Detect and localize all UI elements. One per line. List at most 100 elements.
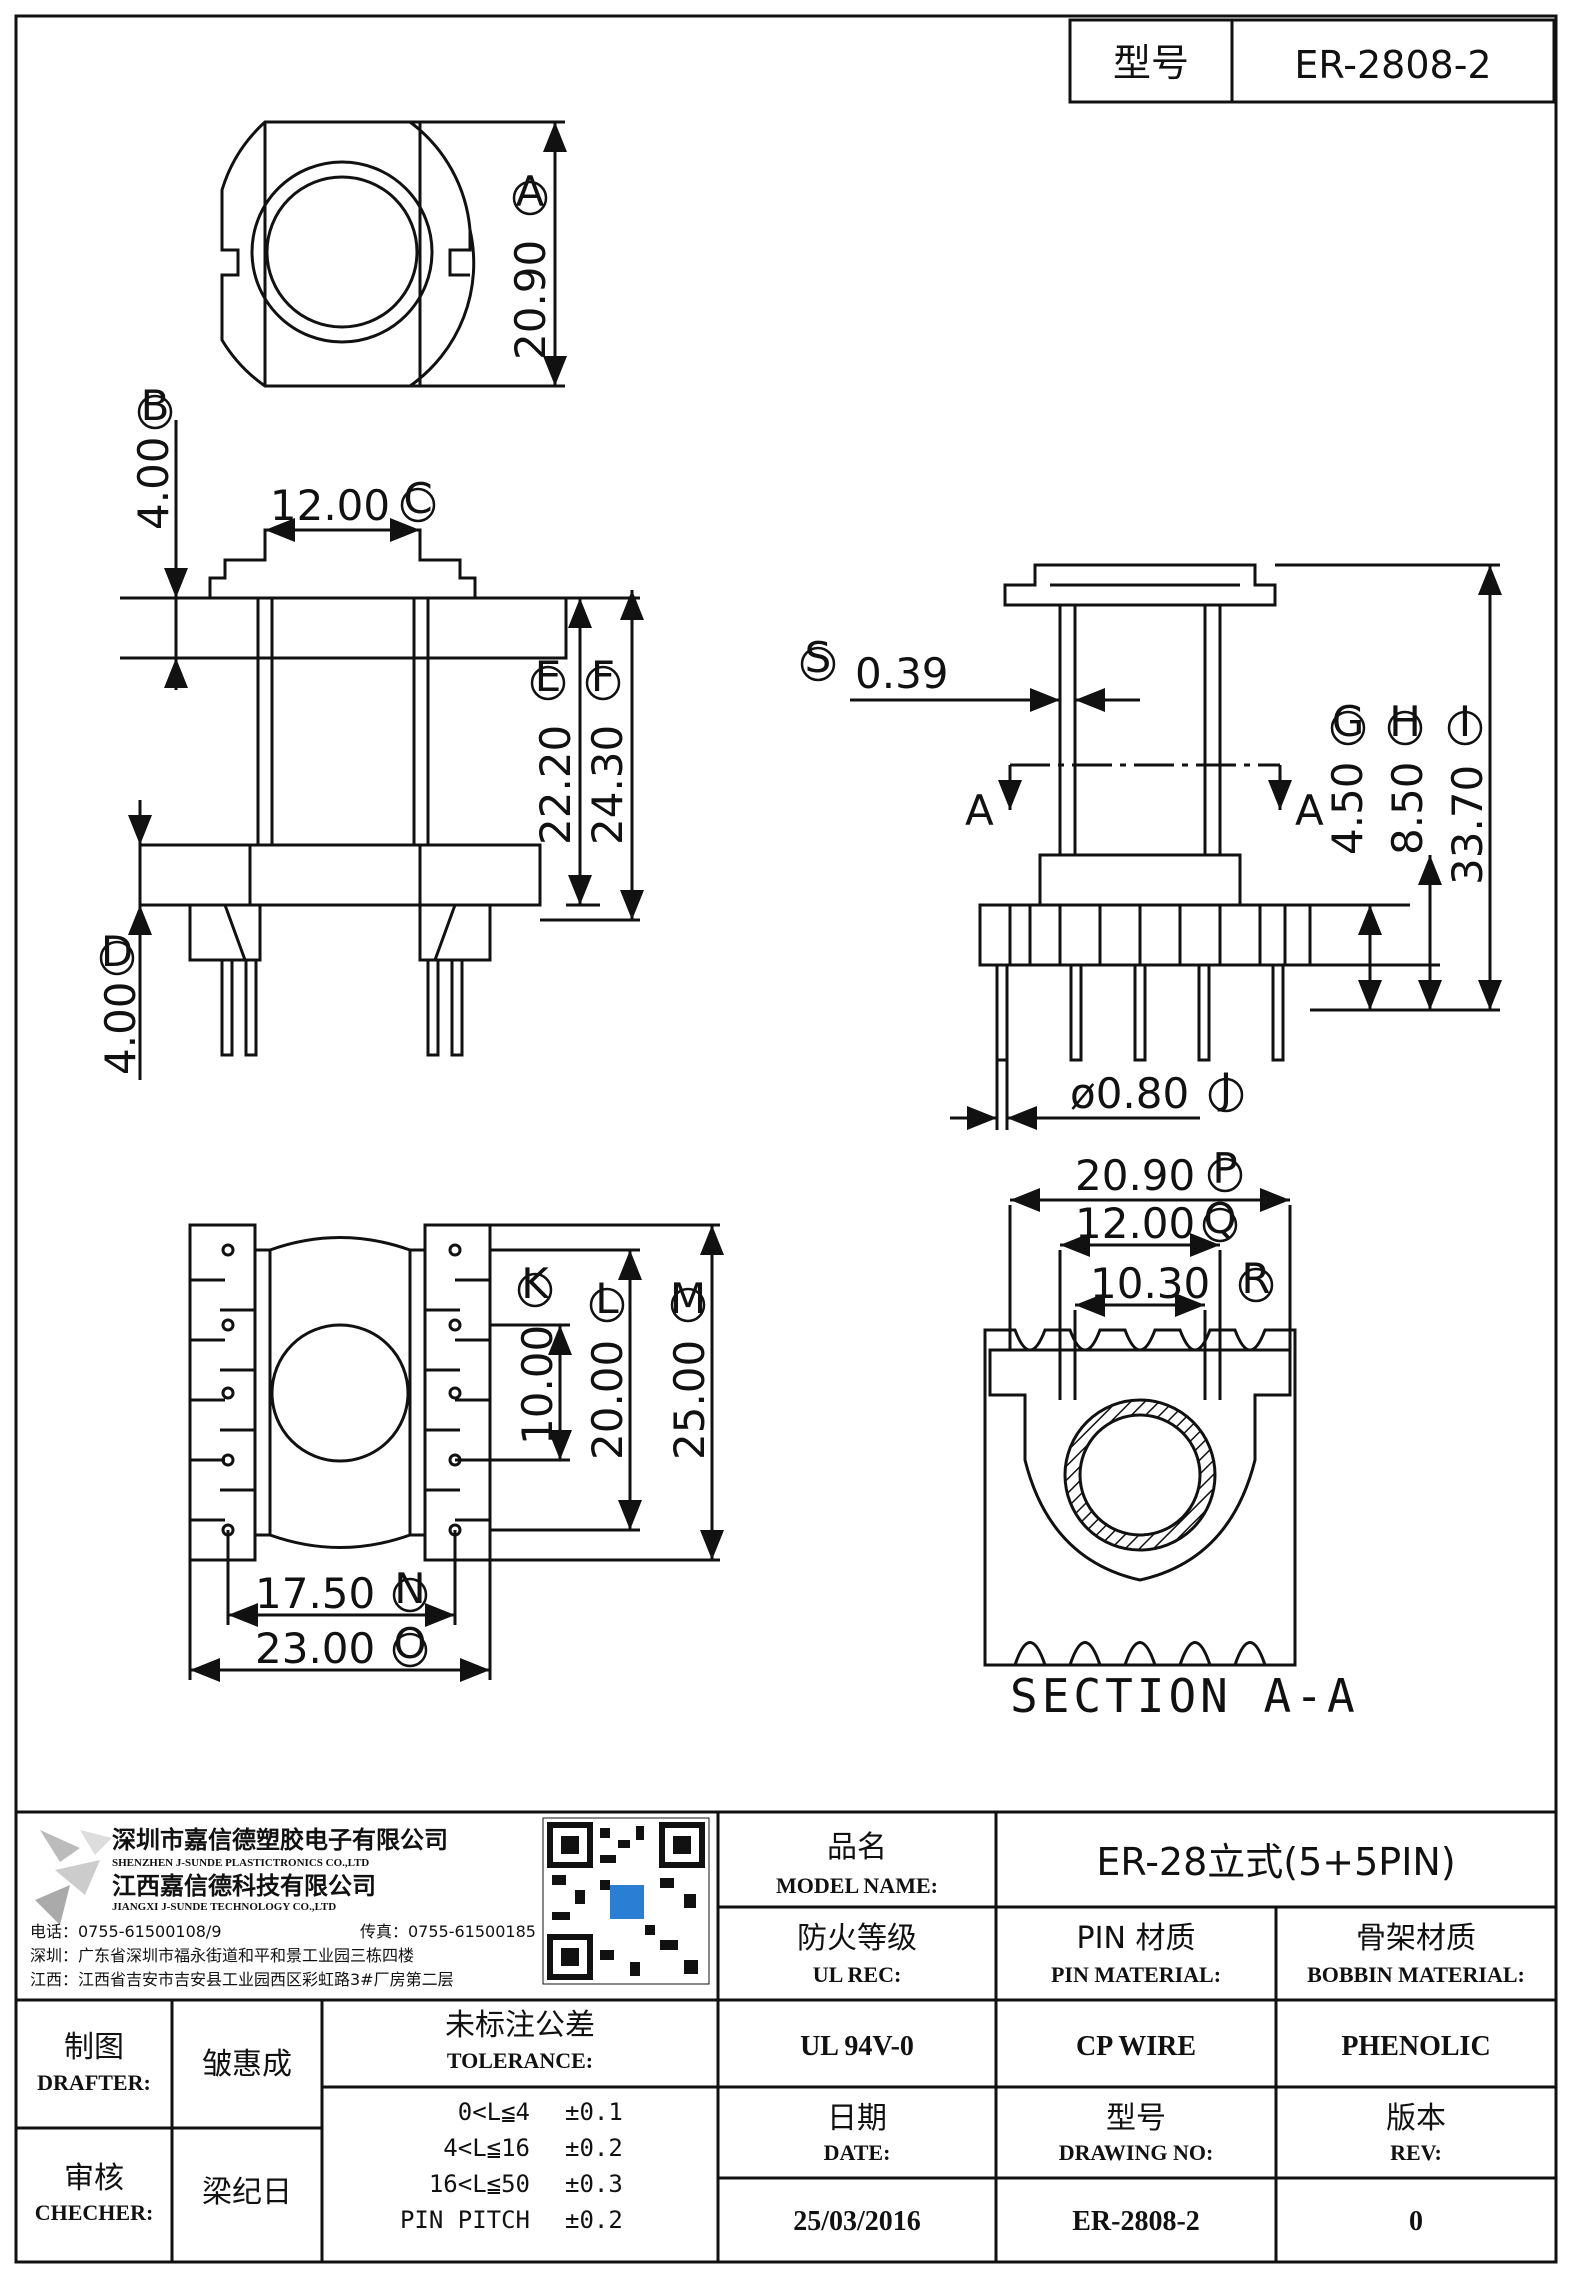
header-model-box: 型号 ER-2808-2: [1068, 18, 1556, 104]
dim-a-letter: A: [516, 167, 545, 216]
tolerance-label-cn: 未标注公差: [445, 2008, 595, 2043]
tolerance-range: 16<L≦50: [429, 2170, 530, 2198]
dim-a-value: 20.90: [506, 240, 555, 360]
dim-n: 17.50 N: [255, 1564, 428, 1618]
company-name-en-1: SHENZHEN J-SUNDE PLASTICTRONICS CO.,LTD: [112, 1857, 369, 1869]
tolerance-range: 4<L≦16: [443, 2134, 530, 2162]
dim-d-letter: D: [101, 927, 133, 976]
dim-g-letter: G: [1332, 697, 1365, 746]
tolerance-range: PIN PITCH: [400, 2206, 530, 2234]
dim-p-value: 20.90: [1075, 1151, 1195, 1200]
dim-m-letter: M: [670, 1274, 706, 1323]
dim-h-letter: H: [1389, 697, 1421, 746]
rev-label-cn: 版本: [1386, 2101, 1446, 2136]
dim-i: 33.70 I: [1443, 697, 1492, 885]
dim-o-value: 23.00: [255, 1624, 375, 1673]
ul-label-en: UL REC:: [813, 1962, 902, 1987]
header-model-label: 型号: [1113, 41, 1189, 85]
dim-s-letter: S: [805, 633, 832, 682]
dim-p: 20.90 P: [1075, 1144, 1243, 1200]
dim-j-letter: J: [1217, 1064, 1232, 1113]
front-view: [120, 420, 644, 1080]
dim-e: 22.20 E: [530, 652, 580, 845]
section-arrows: A A: [965, 786, 1324, 835]
date-value: 25/03/2016: [793, 2206, 921, 2237]
company-name-cn-2: 江西嘉信德科技有限公司: [112, 1872, 376, 1900]
drawing-no-label-en: DRAWING NO:: [1059, 2140, 1214, 2165]
company-fax: 传真：0755-61500185: [360, 1922, 536, 1941]
dim-m-value: 25.00: [665, 1340, 714, 1460]
tolerance-value: ±0.2: [565, 2206, 623, 2234]
dim-q: 12.00 Q: [1075, 1194, 1238, 1248]
bobbin-material-label-cn: 骨架材质: [1356, 1921, 1476, 1956]
model-name-label-cn: 品名: [827, 1830, 887, 1865]
dim-f-value: 24.30: [583, 725, 632, 845]
dim-h: 8.50 H: [1383, 697, 1432, 855]
tolerance-range: 0<L≦4: [458, 2098, 530, 2126]
dim-e-letter: E: [535, 652, 562, 701]
dim-r-value: 10.30: [1090, 1259, 1210, 1308]
dim-b-letter: B: [141, 381, 170, 430]
section-title: SECTION A-A: [1010, 1669, 1359, 1723]
dim-c: 12.00 C: [270, 474, 436, 530]
rev-label-en: REV:: [1390, 2140, 1442, 2165]
dim-l: 20.00 L: [583, 1274, 632, 1460]
dim-k-letter: K: [521, 1259, 550, 1308]
dim-q-value: 12.00: [1075, 1199, 1195, 1248]
title-block: [16, 1810, 1556, 2262]
dim-h-value: 8.50: [1383, 761, 1432, 855]
dim-k-value: 10.00: [513, 1325, 562, 1445]
model-name-value: ER-28立式(5+5PIN): [1096, 1840, 1455, 1884]
dim-s: S 0.39: [800, 633, 949, 698]
dim-b-value: 4.00: [129, 436, 178, 530]
dim-g-value: 4.50: [1323, 761, 1372, 855]
dim-l-letter: L: [595, 1274, 619, 1323]
qr-code-image: [542, 1817, 710, 1985]
dim-r: 10.30 R: [1090, 1254, 1274, 1308]
company-logo: [35, 1830, 112, 1925]
dim-d: 4.00 D: [96, 927, 145, 1075]
date-label-cn: 日期: [827, 2101, 887, 2136]
company-address-sz: 深圳：广东省深圳市福永街道和平和景工业园三栋四楼: [30, 1946, 414, 1965]
dim-n-value: 17.50: [255, 1569, 375, 1618]
drawing-no-label-cn: 型号: [1106, 2101, 1166, 2136]
model-name-label-en: MODEL NAME:: [776, 1873, 938, 1898]
dim-o-letter: O: [393, 1619, 426, 1668]
section-arrow-left: A: [965, 786, 994, 835]
dim-n-letter: N: [394, 1564, 425, 1613]
section-view: [983, 1188, 1297, 1667]
tolerance-table: 0<L≦4 ±0.1 4<L≦16 ±0.2 16<L≦50 ±0.3 PIN …: [400, 2098, 623, 2234]
bobbin-material-value: PHENOLIC: [1341, 2031, 1490, 2062]
dim-s-value: 0.39: [855, 649, 949, 698]
dim-d-value: 4.00: [96, 981, 145, 1075]
company-name-en-2: JIANGXI J-SUNDE TECHNOLOGY CO.,LTD: [112, 1901, 336, 1913]
dim-r-letter: R: [1241, 1254, 1270, 1303]
bottom-view: [188, 1223, 724, 1682]
checker-value: 梁纪日: [202, 2175, 292, 2210]
dim-i-letter: I: [1459, 697, 1471, 746]
dim-j: ø0.80 J: [1070, 1064, 1244, 1118]
pin-material-label-en: PIN MATERIAL:: [1051, 1962, 1221, 1987]
tolerance-value: ±0.2: [565, 2134, 623, 2162]
rev-value: 0: [1409, 2206, 1423, 2237]
dim-f: 24.30 F: [583, 652, 632, 845]
tolerance-value: ±0.3: [565, 2170, 623, 2198]
section-arrow-right: A: [1295, 786, 1324, 835]
dim-k: 10.00 K: [513, 1259, 562, 1445]
dim-c-letter: C: [403, 474, 432, 523]
dim-b: 4.00 B: [129, 381, 178, 530]
company-name-cn-1: 深圳市嘉信德塑胶电子有限公司: [112, 1826, 448, 1854]
company-phone: 电话：0755-61500108/9: [30, 1922, 222, 1941]
drafter-label-cn: 制图: [64, 2030, 124, 2065]
ul-value: UL 94V-0: [800, 2031, 914, 2062]
date-label-en: DATE:: [824, 2140, 891, 2165]
ul-label-cn: 防火等级: [797, 1921, 917, 1956]
dim-e-value: 22.20: [531, 725, 580, 845]
pin-material-value: CP WIRE: [1076, 2031, 1196, 2062]
drafter-label-en: DRAFTER:: [37, 2070, 151, 2095]
side-view: [850, 563, 1502, 1130]
dim-c-value: 12.00: [270, 481, 390, 530]
top-view: [220, 120, 567, 388]
tolerance-label-en: TOLERANCE:: [447, 2048, 593, 2073]
dim-o: 23.00 O: [255, 1619, 428, 1673]
